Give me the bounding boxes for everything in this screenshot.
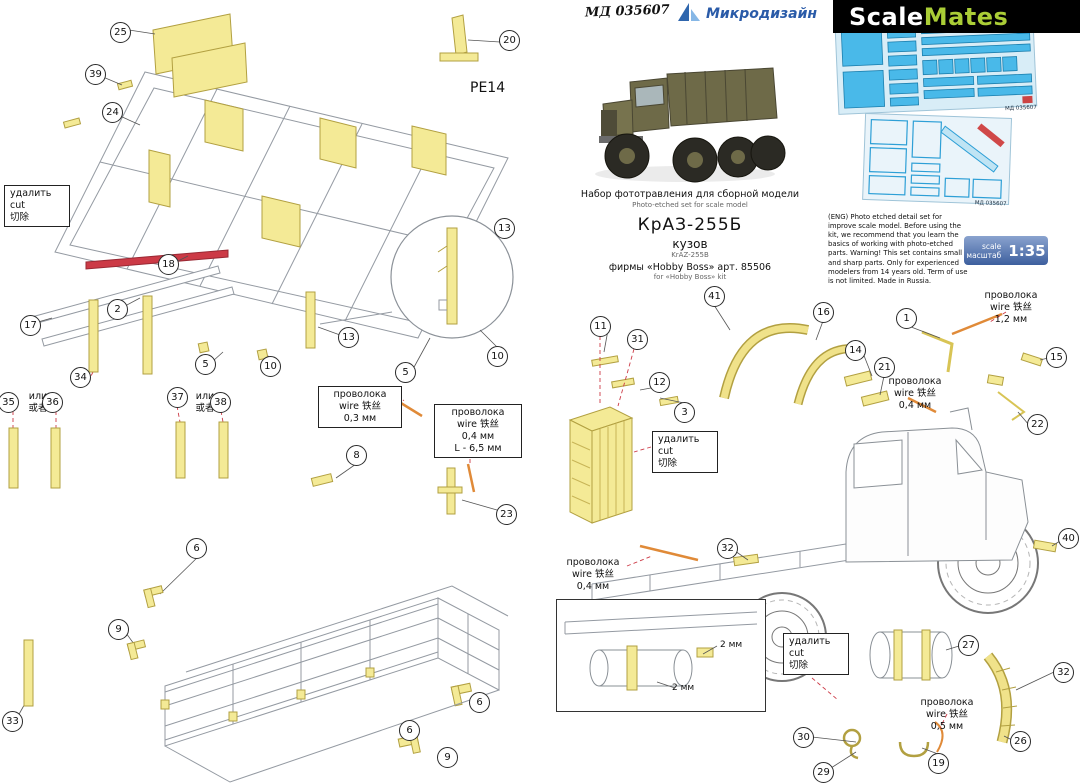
english-note: (ENG) Photo etched detail set for improv… [828,213,968,285]
crate-slats [571,421,625,520]
detail-inset-box [556,599,766,712]
product-photo-truck [595,67,786,183]
model-part-ru: кузов [672,237,708,251]
fret-photo-2: МД 035607 [860,111,1015,210]
fret-1-label: МД 035607 [1004,104,1037,113]
model-name-ru: КрАЗ-255Б [637,215,743,235]
latch-parts-yellow [591,355,679,407]
stake-bed-brackets-yellow [160,667,375,722]
fret-2-label: МД 035607 [974,200,1007,208]
stake-bed-drawing [164,585,509,783]
red-dashed-leaders-right [599,311,1007,729]
scale-badge: scale масштаб 1:35 [964,236,1048,265]
hook-parts-drawing [842,728,930,760]
axle-detail-drawing [564,611,758,691]
set-title-ru: Набор фототравления для сборной модели [580,189,800,200]
fuel-tank-drawing [869,631,953,679]
part-code-handwritten: МД 035607 [584,2,670,21]
set-title-en: Photo-etched set for scale model [632,201,748,209]
cab-drawing [845,407,1029,563]
watermark-part-1: Scale [849,2,924,31]
red-dashed-leaders-left [12,371,471,463]
pe-sheet-label: PE14 [470,80,506,96]
photoetch-panels-yellow [62,13,479,361]
wire-samples-left [395,398,476,493]
model-name-en: KrAZ-255B [671,251,709,259]
fender-parts-yellow [719,323,865,406]
side-rails-drawing [27,265,235,347]
scale-label-en: scale [981,241,1002,251]
product-title-block: Набор фототравления для сборной модели P… [566,189,814,281]
microdesign-brand-logo: Микродизайн [676,2,817,22]
kit-reference-ru: фирмы «Hobby Boss» арт. 85506 [608,262,772,273]
ladder-part-yellow [983,652,1018,744]
stake-posts-yellow [8,295,463,707]
sail-logo-icon [678,3,700,21]
scale-label-ru: масштаб [966,250,1002,260]
rear-parts-yellow [732,539,1058,567]
detail-inset-circle [319,215,514,339]
watermark-part-2: Mates [923,2,1009,31]
small-parts-yellow-right [843,330,1044,421]
wire-samples-right [639,312,1003,753]
chassis-drawing [591,537,889,601]
scale-value: 1:35 [1008,241,1046,260]
fuel-tank-straps-yellow [893,629,931,681]
brand-name-text: Микродизайн [706,6,818,22]
corner-brackets-yellow [126,473,473,754]
crate-drawing [568,406,634,524]
red-highlight-part [85,249,229,270]
kit-reference-en: for «Hobby Boss» kit [653,273,727,281]
fret-2-plate [862,112,1013,206]
